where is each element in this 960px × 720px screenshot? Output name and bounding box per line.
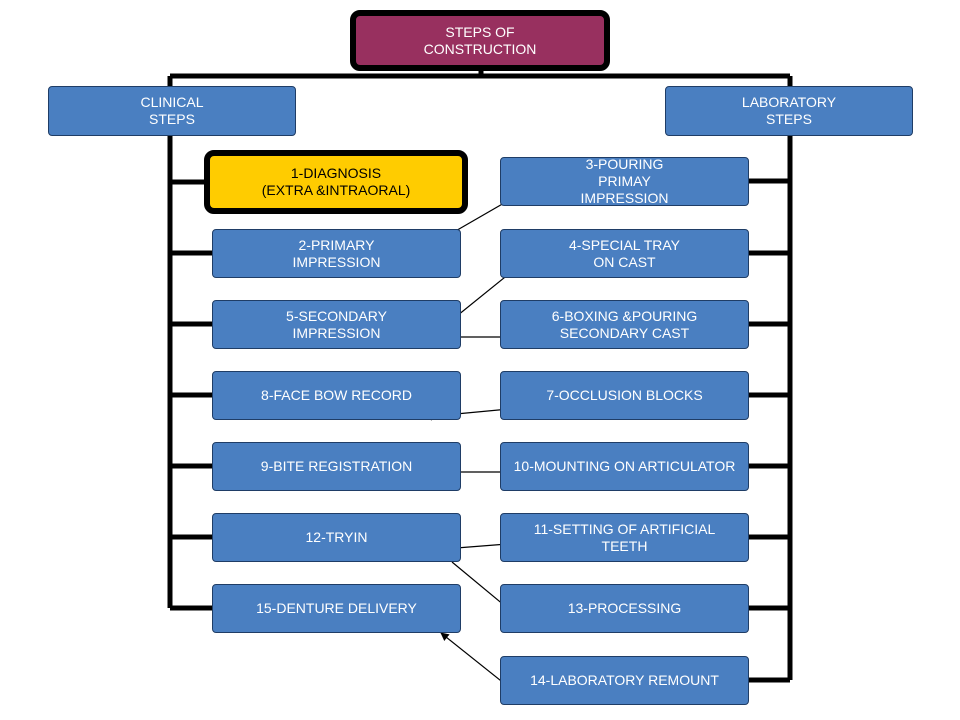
step-11-setting-of-artificial-teeth: 11-SETTING OF ARTIFICIAL TEETH [500,513,749,562]
step-15-denture-delivery: 15-DENTURE DELIVERY [212,584,461,633]
step-5-secondary-impression: 5-SECONDARY IMPRESSION [212,300,461,349]
step-9-bite-registration: 9-BITE REGISTRATION [212,442,461,491]
clinical-steps-header: CLINICAL STEPS [48,86,296,136]
step-2-primary-impression: 2-PRIMARY IMPRESSION [212,229,461,278]
step-13-processing: 13-PROCESSING [500,584,749,633]
laboratory-steps-header: LABORATORY STEPS [665,86,913,136]
step-10-mounting-on-articulator: 10-MOUNTING ON ARTICULATOR [500,442,749,491]
step-7-occlusion-blocks: 7-OCCLUSION BLOCKS [500,371,749,420]
step-12-tryin: 12-TRYIN [212,513,461,562]
step-4-special-tray-on-cast: 4-SPECIAL TRAY ON CAST [500,229,749,278]
step-8-face-bow-record: 8-FACE BOW RECORD [212,371,461,420]
step-1-diagnosis: 1-DIAGNOSIS (EXTRA &INTRAORAL) [204,150,468,214]
steps-of-construction-box: STEPS OF CONSTRUCTION [350,10,610,71]
step-6-boxing-pouring-secondary-cast: 6-BOXING &POURING SECONDARY CAST [500,300,749,349]
step-14-laboratory-remount: 14-LABORATORY REMOUNT [500,656,749,705]
step-3-pouring-primary-impression: 3-POURING PRIMAY IMPRESSION [500,157,749,206]
